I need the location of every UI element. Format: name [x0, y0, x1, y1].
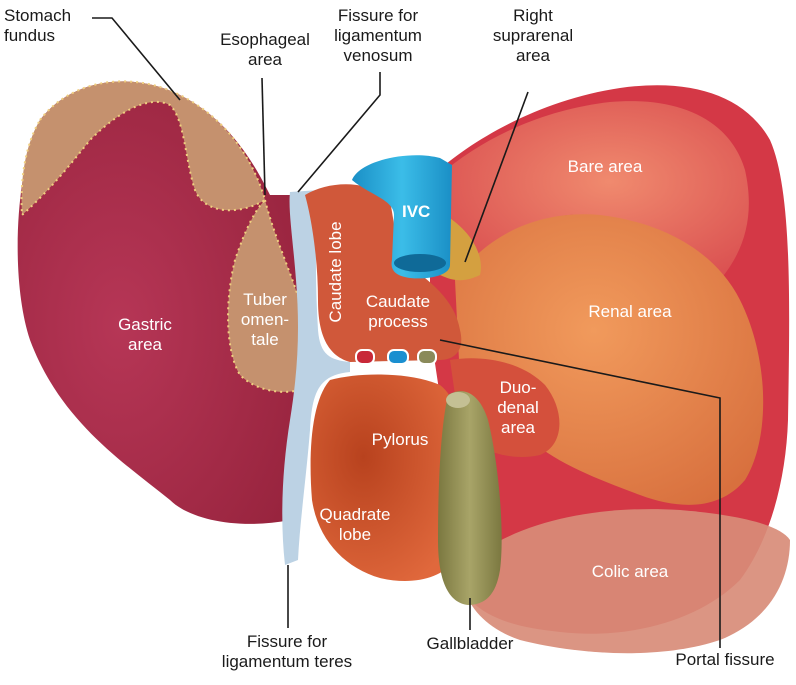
ivc-opening [394, 254, 446, 272]
label-pylorus: Pylorus [355, 430, 445, 450]
label-caudate-process: Caudate process [348, 292, 448, 332]
portal-vessel-blue [388, 350, 408, 364]
label-bare-area: Bare area [550, 157, 660, 177]
label-renal-area: Renal area [570, 302, 690, 322]
callout-stomach-fundus: Stomach fundus [4, 6, 104, 46]
callout-gallbladder: Gallbladder [405, 634, 535, 654]
label-colic-area: Colic area [570, 562, 690, 582]
callout-fissure-ligamentum-venosum: Fissure for ligamentum venosum [318, 6, 438, 66]
label-tuber-omentale: Tuber omen- tale [230, 290, 300, 350]
gallbladder-neck [446, 392, 470, 408]
callout-esophageal-area: Esophageal area [200, 30, 330, 70]
callout-right-suprarenal-area: Right suprarenal area [478, 6, 588, 66]
leader-esophageal [262, 78, 265, 195]
label-duodenal-area: Duo- denal area [488, 378, 548, 438]
label-caudate-lobe: Caudate lobe [326, 212, 346, 332]
label-ivc: IVC [402, 202, 430, 222]
portal-vessel-bile [418, 350, 436, 364]
callout-fissure-ligamentum-teres: Fissure for ligamentum teres [212, 632, 362, 672]
portal-vessel-red [356, 350, 374, 364]
label-quadrate-lobe: Quadrate lobe [310, 505, 400, 545]
label-gastric-area: Gastric area [100, 315, 190, 355]
callout-portal-fissure: Portal fissure [660, 650, 790, 670]
